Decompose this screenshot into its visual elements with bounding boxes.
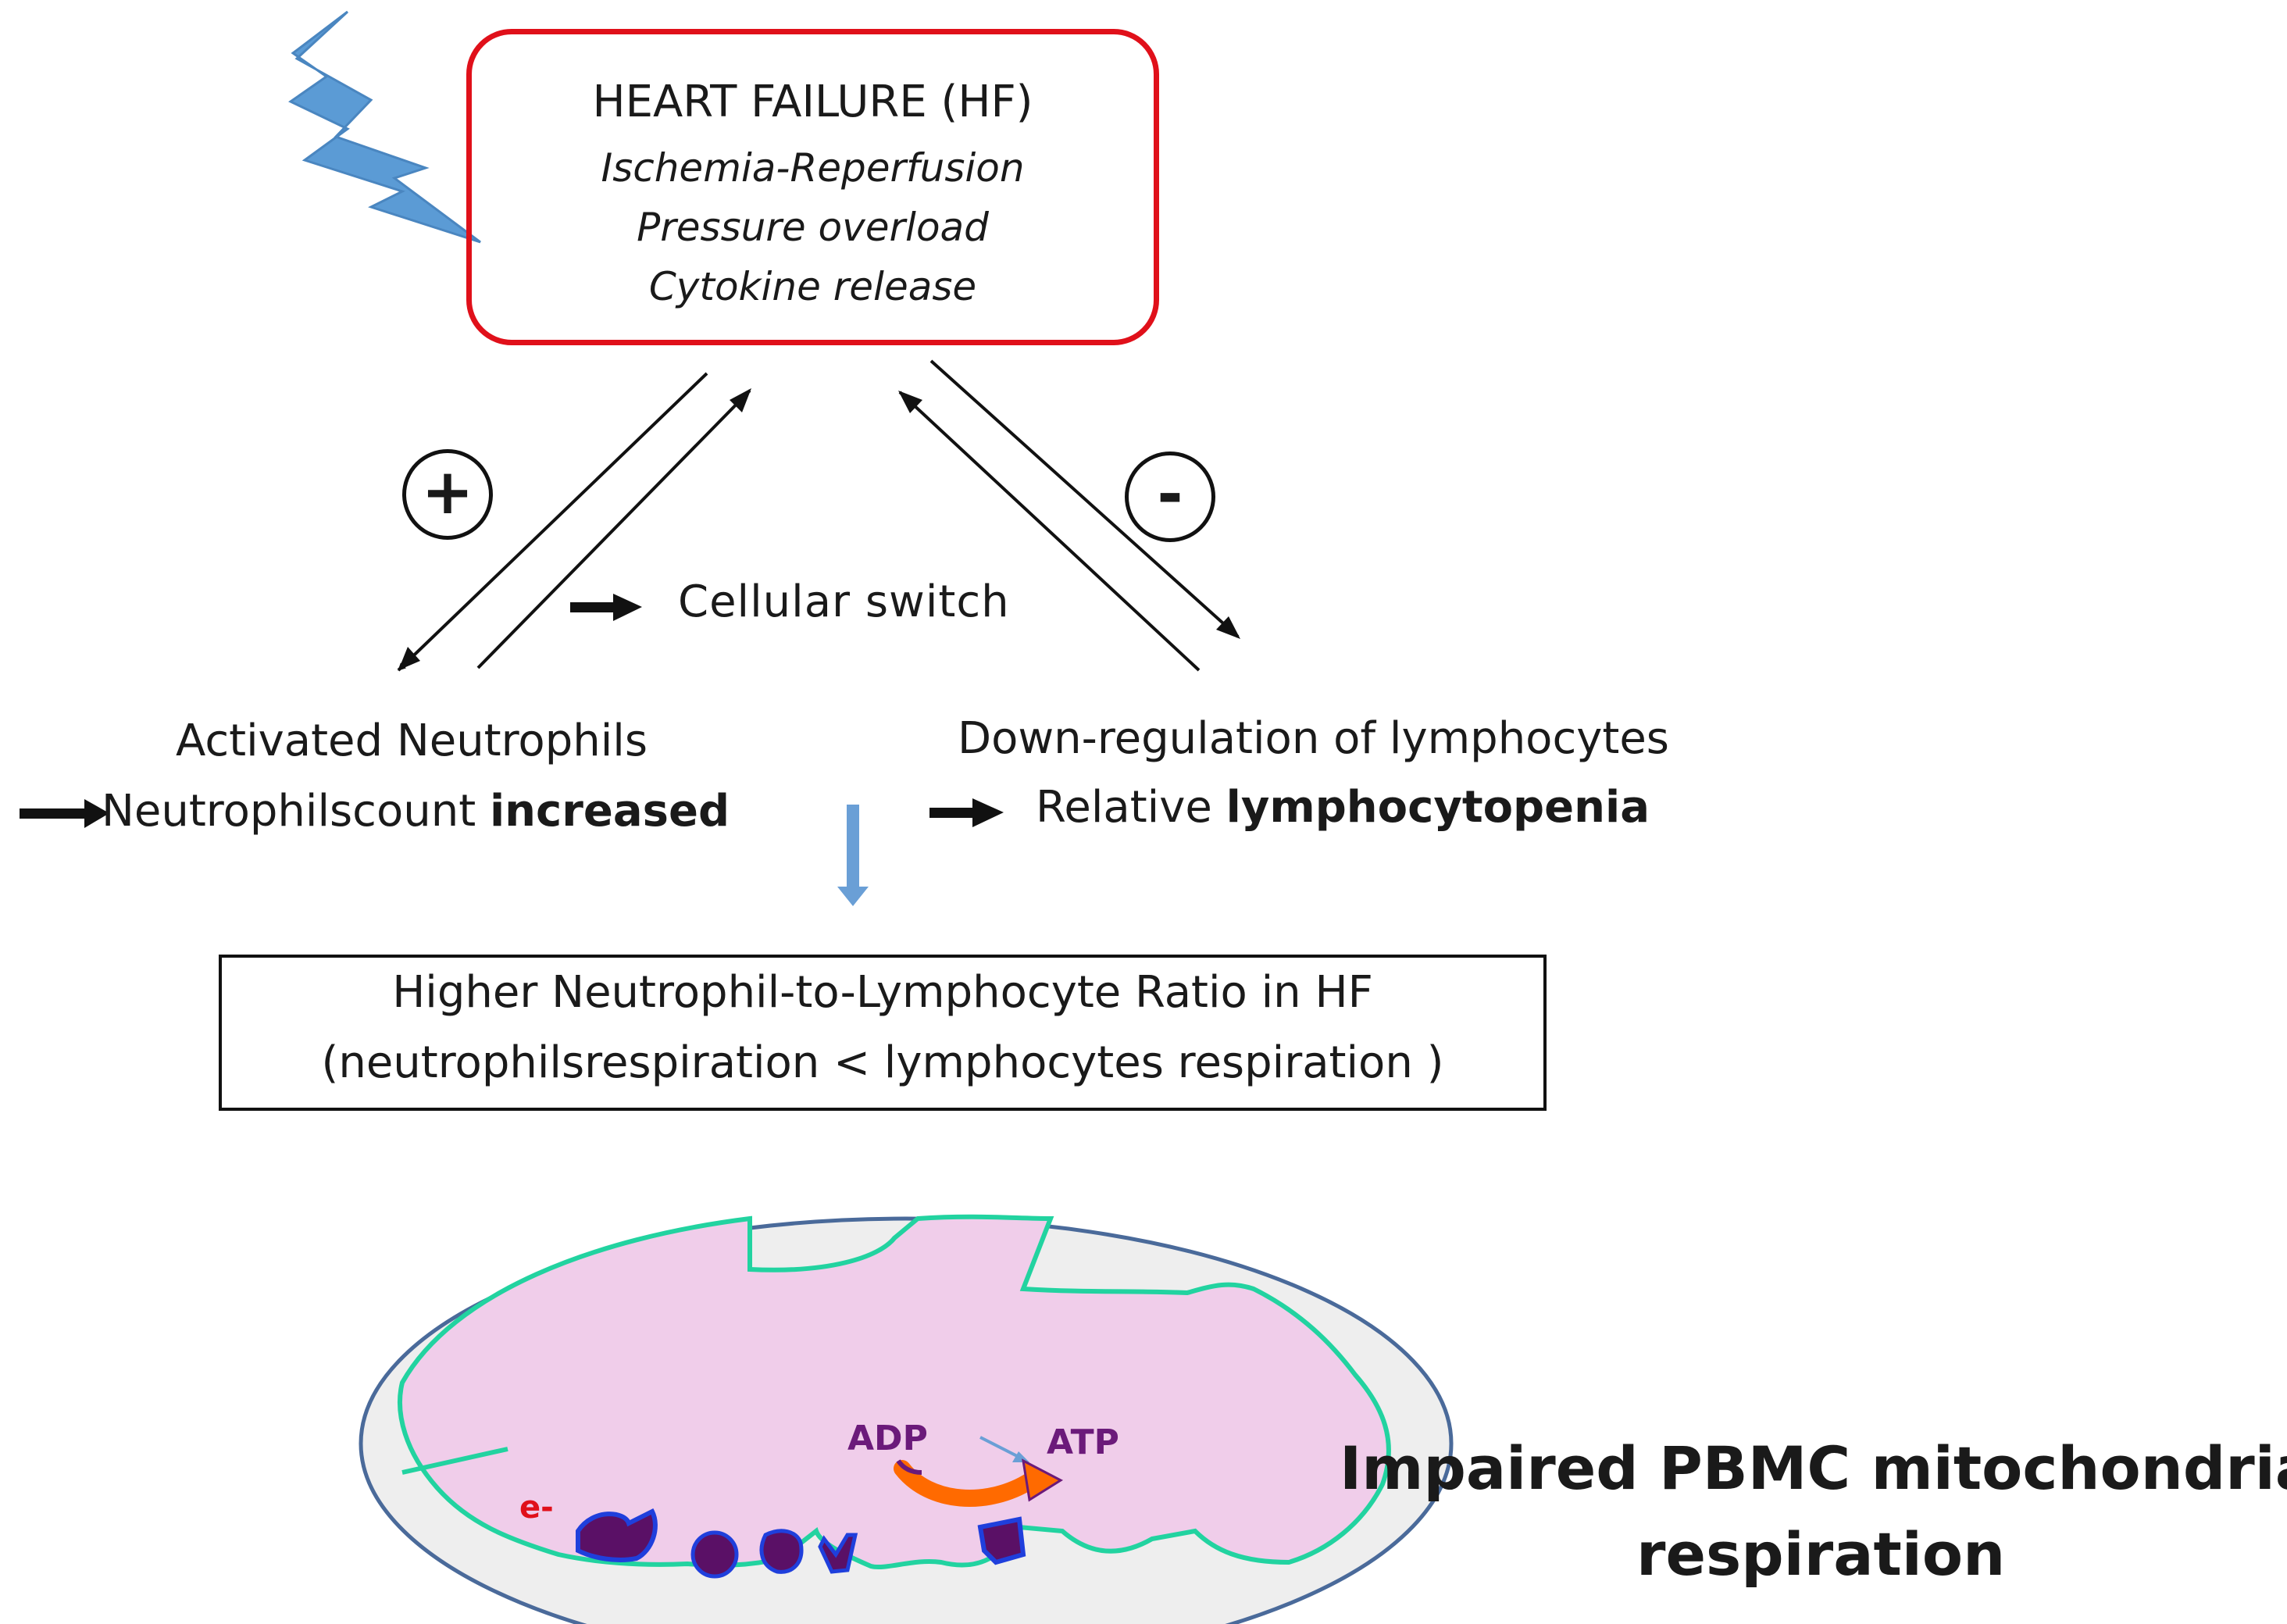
arrow-neutrophils-to-hf [476,389,751,669]
crista-fold [401,1447,508,1475]
hf-cause-cytokine: Cytokine release [648,264,977,309]
arrow-hf-to-lymphocytes [929,359,1240,638]
atp-synthase [977,1516,1026,1565]
mitochondrion-illustration [359,1214,1454,1624]
arrow-lymphocytes-to-hf-head [898,391,922,413]
nlr-line-2: (neutrophilsrespiration < lymphocytes re… [321,1037,1444,1088]
right-arrow-icon [929,798,1004,827]
lymphocytes-relative-text: Relative [1036,782,1226,833]
arrow-hf-to-lymphocytes-head [1216,616,1240,639]
negative-feedback-sign: - [1125,452,1215,542]
nlr-line-1: Higher Neutrophil-to-Lymphocyte Ratio in… [392,967,1373,1018]
neutrophils-count-text: Neutrophilscount [102,786,490,837]
neutrophils-count-line: Neutrophilscount increased [102,787,730,836]
electron-label: e- [519,1490,554,1526]
outcome-line-2: respiration [1636,1519,2006,1589]
lightning-bolt-icon [288,10,481,244]
outcome-line-1: Impaired PBMC mitochondrial [1340,1433,2287,1503]
down-arrow-icon [837,805,869,906]
cytochrome-c [818,1533,858,1574]
atp-label: ATP [1047,1422,1119,1462]
arrow-neutrophils-to-hf-head [730,388,751,412]
adp-label: ADP [847,1419,928,1458]
complex-iii [690,1530,739,1579]
atp-cycle-arrow [894,1460,1040,1507]
arrow-hf-to-neutrophils-head [398,647,420,670]
lymphocytes-relative-emphasis: lymphocytopenia [1226,782,1650,833]
hf-cause-ischemia: Ischemia-Reperfusion [601,145,1025,191]
lymphocytes-title: Down-regulation of lymphocytes [958,713,1669,764]
neutrophils-count-emphasis: increased [489,786,730,837]
hf-cause-pressure: Pressure overload [637,205,989,250]
heart-failure-box [466,29,1159,345]
nlr-box [219,955,1547,1111]
right-arrow-icon [20,799,109,828]
conversion-arrow [979,1436,1024,1461]
heart-failure-title: HEART FAILURE (HF) [592,77,1033,127]
positive-feedback-sign: + [402,449,493,540]
arrow-hf-to-neutrophils [397,372,708,672]
complex-iv [759,1529,804,1574]
inner-membrane-cristae [398,1214,1391,1569]
neutrophils-title: Activated Neutrophils [176,716,648,766]
complex-i [576,1508,658,1562]
cellular-switch-label: Cellular switch [678,576,1010,627]
lymphocytes-relative-line: Relative lymphocytopenia [1036,783,1650,832]
arrow-lymphocytes-to-hf [898,391,1201,672]
right-arrow-icon [570,594,642,621]
